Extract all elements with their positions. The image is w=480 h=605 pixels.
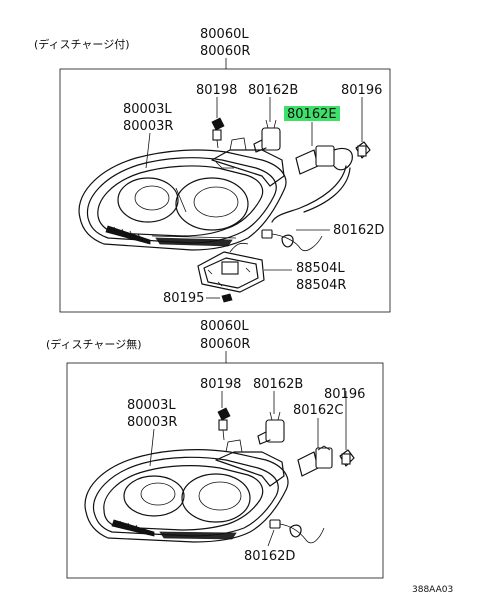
- upper-assembly-label-l[interactable]: 80060L: [200, 27, 249, 42]
- upper-socket-d-label[interactable]: 80162D: [333, 223, 384, 238]
- lower-housing-label-l[interactable]: 80003L: [127, 398, 176, 413]
- upper-nut-80195[interactable]: [221, 293, 233, 303]
- upper-ballast-label-l[interactable]: 88504L: [296, 261, 345, 276]
- upper-screw-80198[interactable]: [211, 117, 225, 149]
- upper-headlamp-housing[interactable]: [78, 137, 287, 251]
- upper-socket-e-highlight: [284, 106, 340, 121]
- lower-socket-b-label[interactable]: 80162B: [253, 377, 303, 392]
- lower-assembly-label-r[interactable]: 80060R: [200, 337, 250, 352]
- lower-socket-80162d[interactable]: [269, 519, 325, 544]
- upper-assembly-label-r[interactable]: 80060R: [200, 44, 250, 59]
- upper-ballast-label-r[interactable]: 88504R: [296, 278, 346, 293]
- upper-housing-label-r[interactable]: 80003R: [123, 119, 173, 134]
- upper-frame: [59, 68, 391, 313]
- upper-socket-80162d[interactable]: [261, 229, 323, 252]
- lower-socket-80162b[interactable]: [257, 411, 285, 445]
- lower-headlamp-housing[interactable]: [84, 439, 289, 543]
- upper-cap-80196[interactable]: [355, 141, 371, 159]
- upper-section: (ディスチャージ付) 80060L 80060R: [34, 27, 391, 313]
- upper-socket-b-label[interactable]: 80162B: [248, 83, 298, 98]
- diagram-code: 388AA03: [412, 585, 453, 595]
- upper-housing-label-l[interactable]: 80003L: [123, 102, 172, 117]
- lower-frame: [66, 362, 384, 579]
- lower-assembly-label-l[interactable]: 80060L: [200, 319, 249, 334]
- upper-variant-label: (ディスチャージ付): [34, 37, 129, 51]
- lower-socket-d-label[interactable]: 80162D: [244, 549, 295, 564]
- lower-screw-label[interactable]: 80198: [200, 377, 241, 392]
- lower-socket-80162c[interactable]: [297, 445, 333, 477]
- lower-cap-label[interactable]: 80196: [324, 387, 365, 402]
- upper-nut-label[interactable]: 80195: [163, 291, 204, 306]
- upper-socket-80162b[interactable]: [253, 119, 281, 153]
- lower-housing-label-r[interactable]: 80003R: [127, 415, 177, 430]
- lower-variant-label: (ディスチャージ無): [46, 337, 141, 351]
- upper-screw-label[interactable]: 80198: [196, 83, 237, 98]
- lower-screw-80198[interactable]: [217, 407, 231, 441]
- upper-cap-label[interactable]: 80196: [341, 83, 382, 98]
- upper-socket-80162e[interactable]: [271, 145, 353, 223]
- upper-socket-e-label[interactable]: 80162E: [287, 107, 337, 122]
- lower-socket-c-label[interactable]: 80162C: [293, 403, 343, 418]
- lower-cap-80196[interactable]: [339, 449, 355, 467]
- lower-section: 80060L (ディスチャージ無) 80060R: [46, 319, 384, 579]
- upper-ballast-88504[interactable]: [197, 242, 265, 293]
